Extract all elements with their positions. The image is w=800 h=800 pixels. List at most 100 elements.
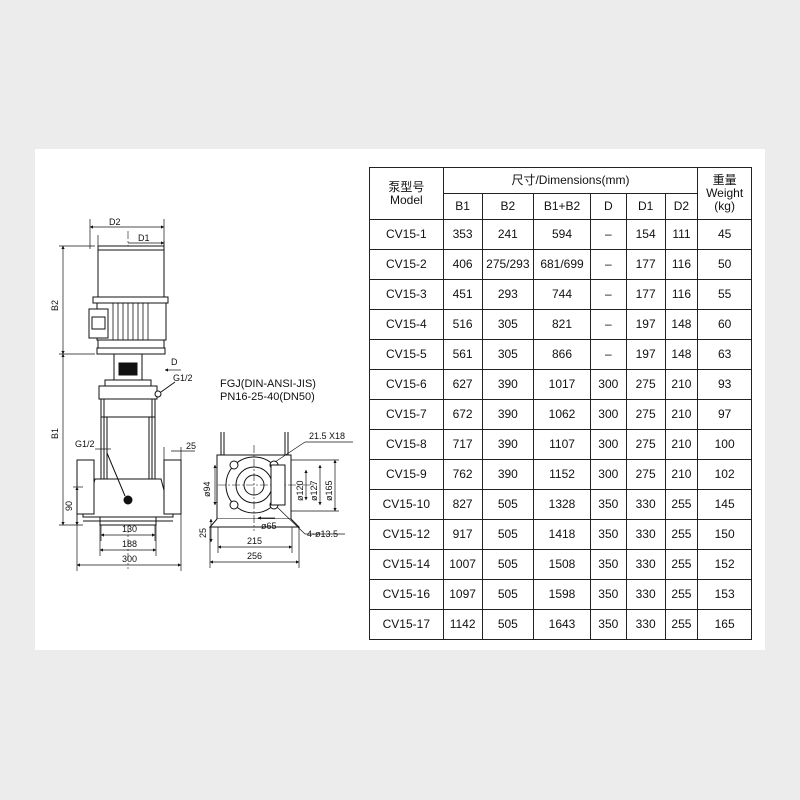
pump-side-view [76, 231, 182, 569]
cell-d2: 255 [664, 549, 699, 580]
cell-weight: 150 [697, 519, 752, 550]
cell-b2: 505 [481, 579, 535, 610]
dimensions-table: 泵型号 Model 尺寸/Dimensions(mm) 重量 Weight (k… [369, 167, 752, 640]
cell-b2: 241 [481, 219, 535, 250]
cell-d1: 330 [625, 549, 666, 580]
dim-b1-label: B1 [50, 428, 60, 439]
flange-view [208, 432, 317, 531]
cell-d1: 275 [625, 399, 666, 430]
cell-b1b2: 1643 [533, 609, 591, 640]
cell-d2: 210 [664, 369, 699, 400]
cell-d1: 197 [625, 309, 666, 340]
cell-d1: 330 [625, 609, 666, 640]
cell-weight: 102 [697, 459, 752, 490]
cell-model: CV15-5 [369, 339, 444, 370]
cell-model: CV15-1 [369, 219, 444, 250]
phi94-label: ø94 [202, 481, 212, 497]
cell-b1b2: 594 [533, 219, 591, 250]
cell-b2: 305 [481, 339, 535, 370]
cell-b2: 505 [481, 609, 535, 640]
cell-d2: 148 [664, 309, 699, 340]
cell-weight: 100 [697, 429, 752, 460]
cell-b1: 353 [442, 219, 483, 250]
cell-d1: 330 [625, 519, 666, 550]
cell-b1: 451 [442, 279, 483, 310]
dim-25-vertical-label: 25 [198, 528, 208, 538]
cell-d1: 275 [625, 369, 666, 400]
cell-d1: 177 [625, 279, 666, 310]
cell-model: CV15-14 [369, 549, 444, 580]
col-d-header: D [589, 193, 627, 220]
cell-weight: 50 [697, 249, 752, 280]
cell-d1: 275 [625, 459, 666, 490]
cell-d2: 210 [664, 459, 699, 490]
cell-d: – [589, 279, 627, 310]
cell-d: 300 [589, 459, 627, 490]
cell-d: – [589, 219, 627, 250]
cell-weight: 97 [697, 399, 752, 430]
cell-d1: 154 [625, 219, 666, 250]
cell-b1: 917 [442, 519, 483, 550]
cell-model: CV15-16 [369, 579, 444, 610]
cell-weight: 165 [697, 609, 752, 640]
cell-d: 300 [589, 369, 627, 400]
cell-b2: 293 [481, 279, 535, 310]
pump-dimension-drawing: D2 D1 B2 B1 90 D G1/2 G1/2 25 130 188 30… [50, 217, 353, 571]
cell-d: 350 [589, 609, 627, 640]
model-header-en: Model [389, 192, 423, 207]
cell-b1: 1142 [442, 609, 483, 640]
side-view-dimensions [59, 219, 195, 571]
cell-d1: 177 [625, 249, 666, 280]
dim-d2-label: D2 [109, 217, 121, 227]
dim-130-label: 130 [122, 524, 137, 534]
dim-300-label: 300 [122, 554, 137, 564]
cell-d1: 330 [625, 489, 666, 520]
cell-weight: 63 [697, 339, 752, 370]
col-b2-header: B2 [481, 193, 535, 220]
cell-d2: 116 [664, 249, 699, 280]
cell-d2: 111 [664, 219, 699, 250]
cell-b1: 406 [442, 249, 483, 280]
cell-weight: 45 [697, 219, 752, 250]
phi165-label: ø165 [324, 480, 334, 501]
cell-b1b2: 866 [533, 339, 591, 370]
cell-d: 350 [589, 519, 627, 550]
cell-b2: 390 [481, 369, 535, 400]
cell-b1b2: 1062 [533, 399, 591, 430]
dim-d-label: D [171, 357, 178, 367]
cell-b1b2: 1017 [533, 369, 591, 400]
cell-model: CV15-7 [369, 399, 444, 430]
cell-d2: 210 [664, 429, 699, 460]
cell-b1b2: 1107 [533, 429, 591, 460]
cell-d1: 197 [625, 339, 666, 370]
dim-90-label: 90 [64, 501, 74, 511]
cell-weight: 60 [697, 309, 752, 340]
cell-b1: 827 [442, 489, 483, 520]
cell-b2: 505 [481, 549, 535, 580]
cell-model: CV15-10 [369, 489, 444, 520]
table-header: 泵型号 Model 尺寸/Dimensions(mm) 重量 Weight (k… [369, 167, 752, 220]
cell-d2: 148 [664, 339, 699, 370]
cell-d2: 255 [664, 489, 699, 520]
phi65-label: ø65 [261, 521, 277, 531]
weight-header: 重量 Weight (kg) [697, 167, 752, 220]
cell-d2: 255 [664, 609, 699, 640]
cell-model: CV15-12 [369, 519, 444, 550]
cell-b1b2: 681/699 [533, 249, 591, 280]
col-d2-header: D2 [664, 193, 699, 220]
cell-b2: 275/293 [481, 249, 535, 280]
cell-b2: 305 [481, 309, 535, 340]
cell-b2: 390 [481, 429, 535, 460]
flange-standard-label: FGJ(DIN-ANSI-JIS) [220, 378, 316, 390]
cell-weight: 153 [697, 579, 752, 610]
cell-model: CV15-8 [369, 429, 444, 460]
cell-b1b2: 821 [533, 309, 591, 340]
cell-d1: 330 [625, 579, 666, 610]
